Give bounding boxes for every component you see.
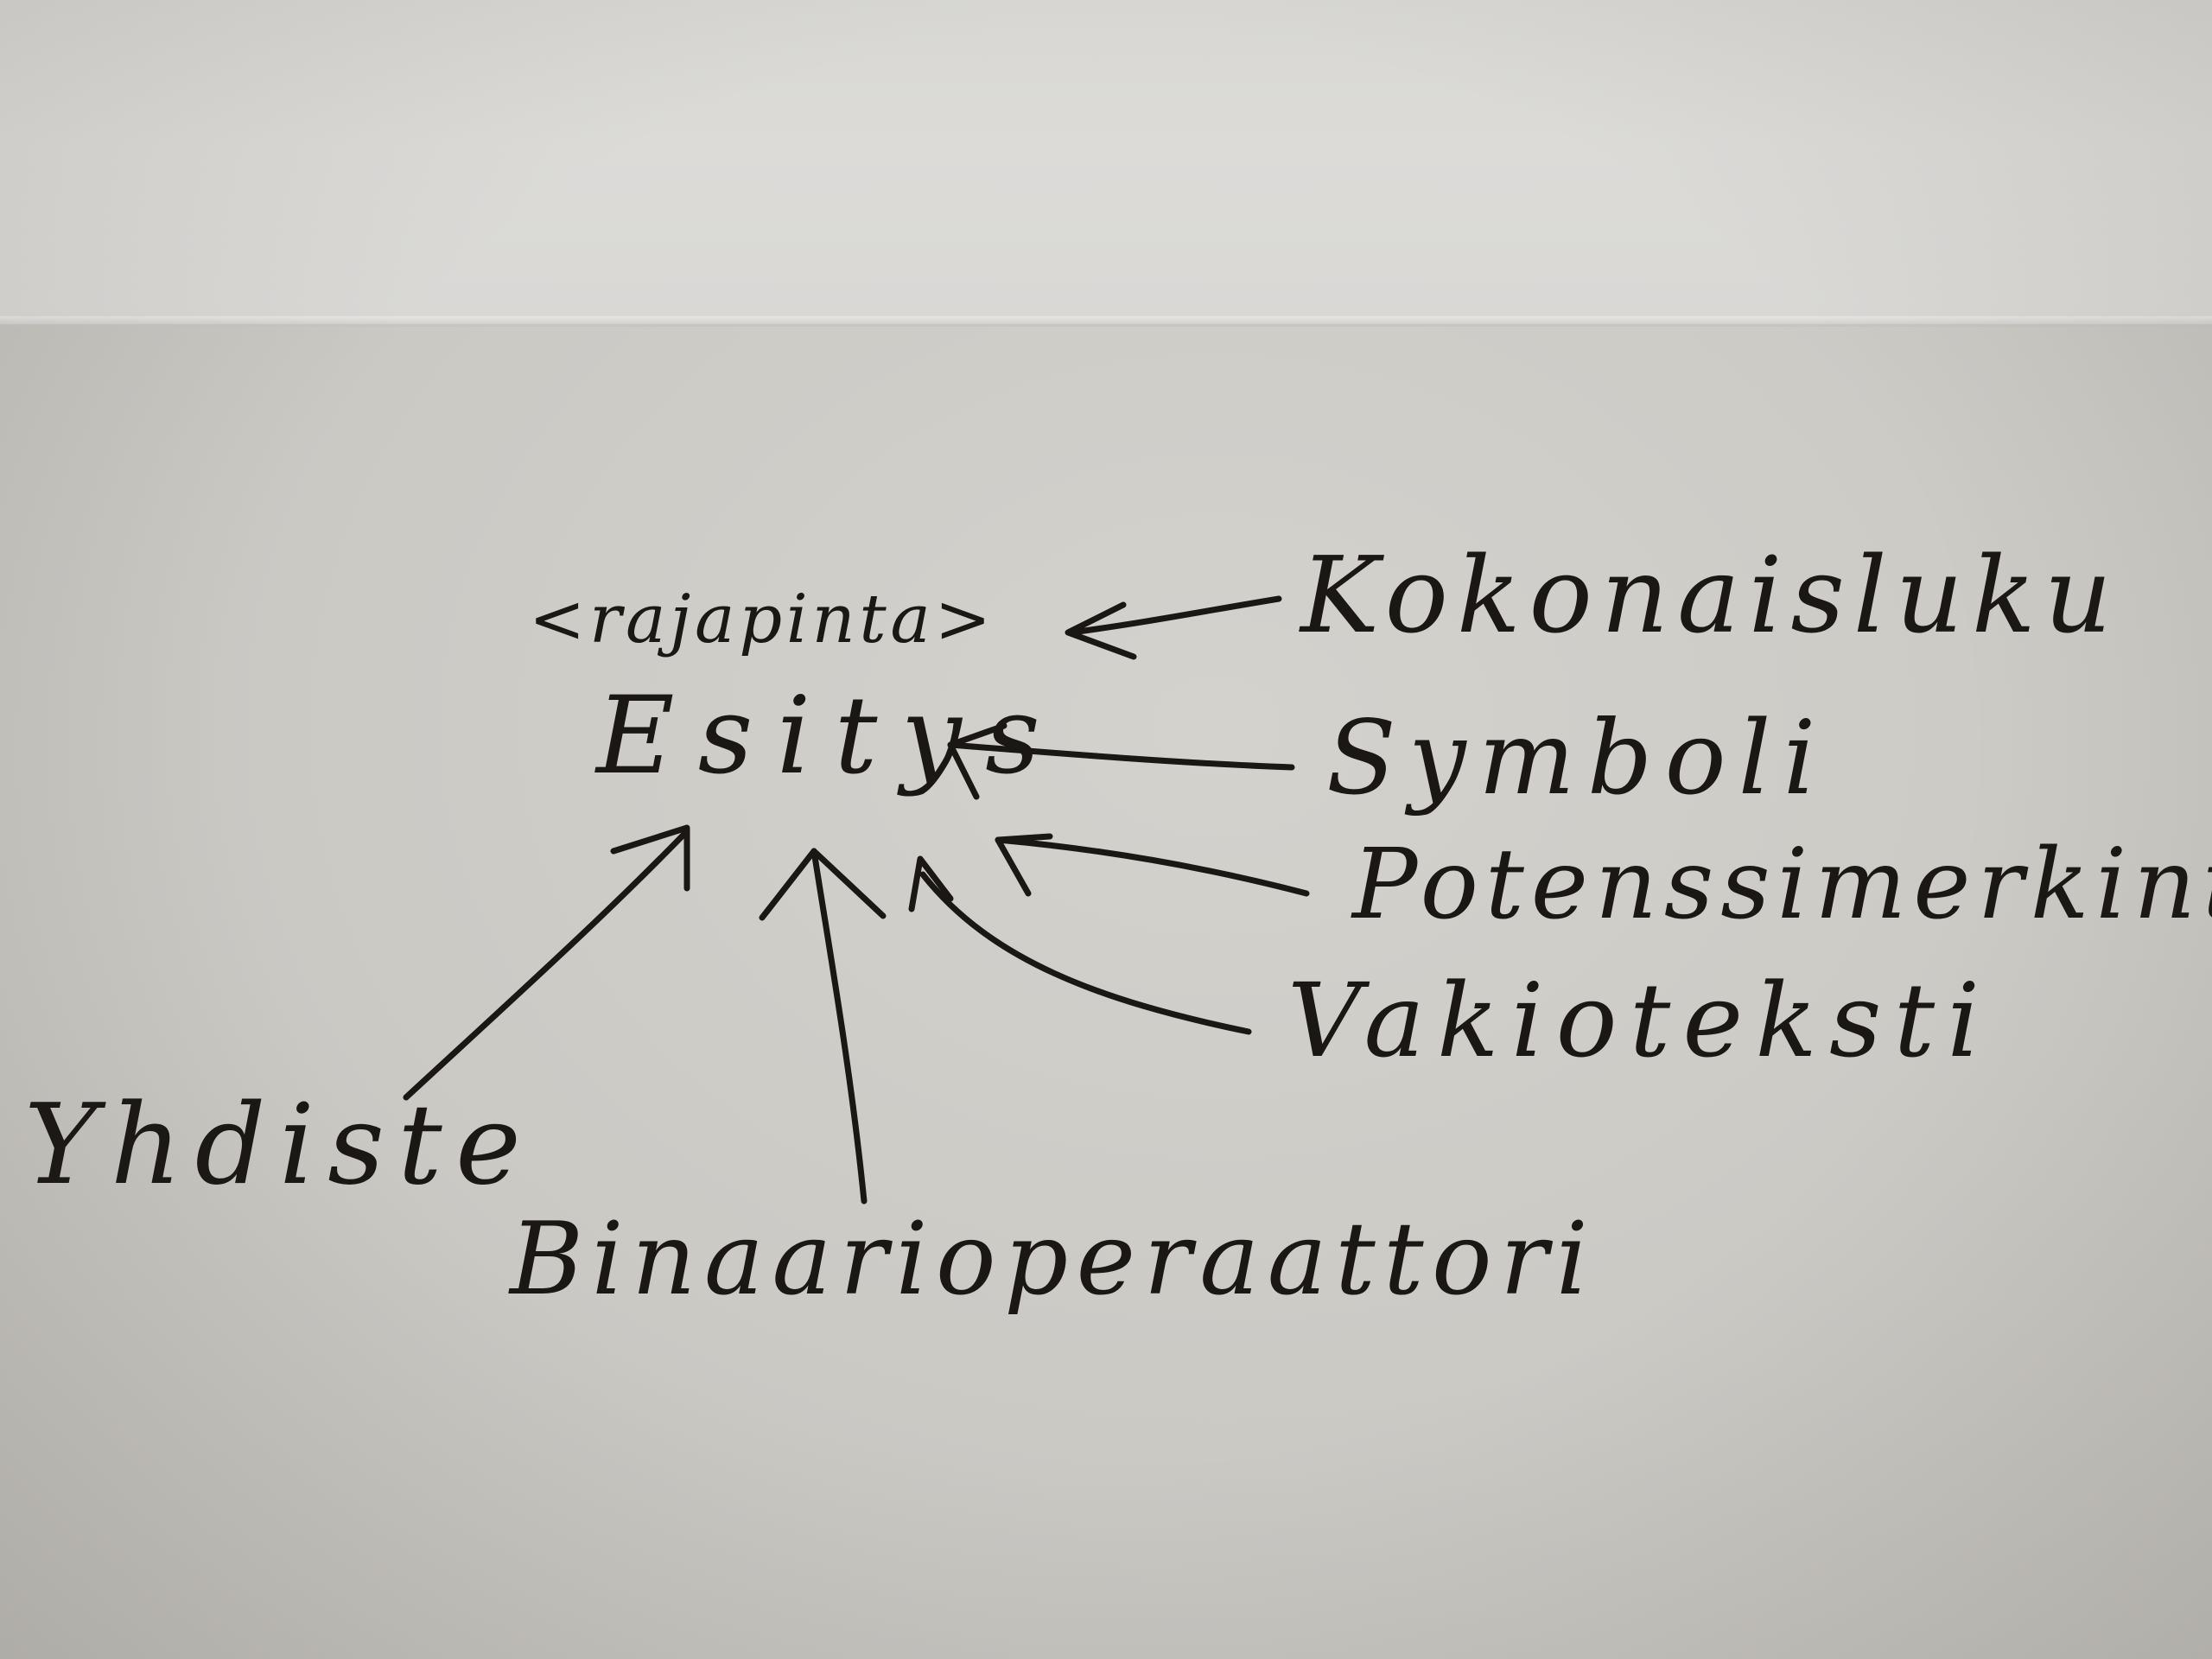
arrow-vakioteksti xyxy=(919,871,1252,1035)
node-potenssimerkinta: Potenssimerkintä xyxy=(1352,829,2212,941)
arrowhead-vakioteksti xyxy=(908,855,954,912)
node-vakioteksti: Vakioteksti xyxy=(1287,961,1993,1080)
node-kokonaisluku: Kokonaisluku xyxy=(1300,534,2120,657)
arrow-binaarioperaattori xyxy=(810,848,868,1205)
interface-label: <rajapinta> xyxy=(529,581,995,658)
paper-edge xyxy=(0,316,2212,328)
node-symboli: Symboli xyxy=(1326,698,1828,817)
arrow-symboli xyxy=(947,741,1295,771)
node-yhdiste: Yhdiste xyxy=(24,1081,535,1210)
arrowhead-symboli xyxy=(947,722,1007,800)
arrowhead-kokonaisluku xyxy=(1065,601,1137,660)
arrow-potenssimerkinta xyxy=(995,836,1310,897)
center-node-esitys: Esitys xyxy=(596,674,1065,798)
arrow-yhdiste xyxy=(403,828,690,1101)
arrowhead-potenssimerkinta xyxy=(995,833,1053,897)
top-paper-sheet xyxy=(0,0,2212,324)
arrow-kokonaisluku xyxy=(1068,595,1282,636)
arrowhead-yhdiste xyxy=(610,824,690,892)
node-binaarioperaattori: Binaarioperaattori xyxy=(510,1201,1597,1318)
arrowhead-binaarioperaattori xyxy=(759,848,887,921)
